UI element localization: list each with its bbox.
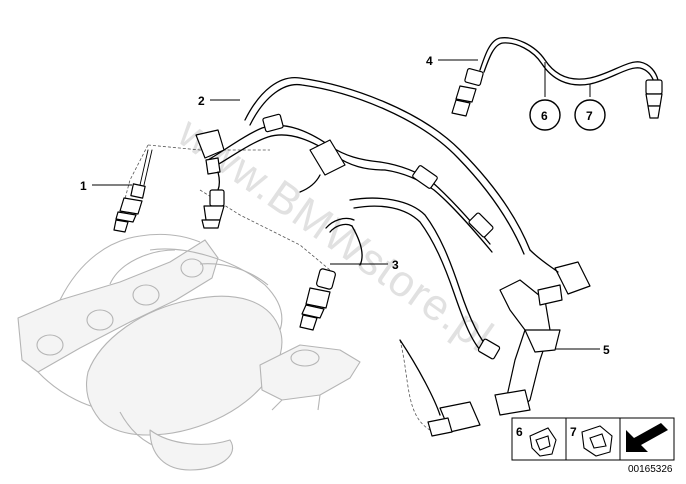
oxygen-sensor-part-4	[451, 37, 663, 119]
circled-label-6: 6	[529, 99, 561, 131]
legend-item-7: 7	[570, 425, 613, 457]
callout-4: 4	[426, 54, 433, 68]
callout-2: 2	[198, 94, 205, 108]
bracket-part-5	[299, 139, 563, 416]
legend-arrow-cell	[626, 423, 668, 452]
legend-item-6-label: 6	[516, 425, 523, 439]
legend-item-7-label: 7	[570, 425, 577, 439]
callout-1: 1	[80, 179, 87, 193]
lower-harness	[349, 197, 501, 437]
callout-3: 3	[392, 258, 399, 272]
parts-legend: 6 7	[511, 417, 675, 461]
circled-label-7: 7	[574, 99, 606, 131]
exhaust-manifold-illustration	[17, 233, 361, 471]
clip-7-icon	[581, 425, 613, 457]
legend-item-6: 6	[516, 425, 557, 457]
circled-label-6-text: 6	[541, 109, 548, 123]
oxygen-sensor-part-3	[299, 217, 363, 331]
wiring-harness-part-2	[195, 77, 591, 295]
oxygen-sensor-part-1	[113, 149, 153, 233]
clip-6-icon	[529, 427, 557, 457]
arrow-icon	[626, 423, 668, 452]
circled-label-7-text: 7	[586, 109, 593, 123]
callout-5: 5	[603, 343, 610, 357]
leader-lines	[92, 59, 600, 350]
document-number: 00165326	[628, 464, 673, 475]
